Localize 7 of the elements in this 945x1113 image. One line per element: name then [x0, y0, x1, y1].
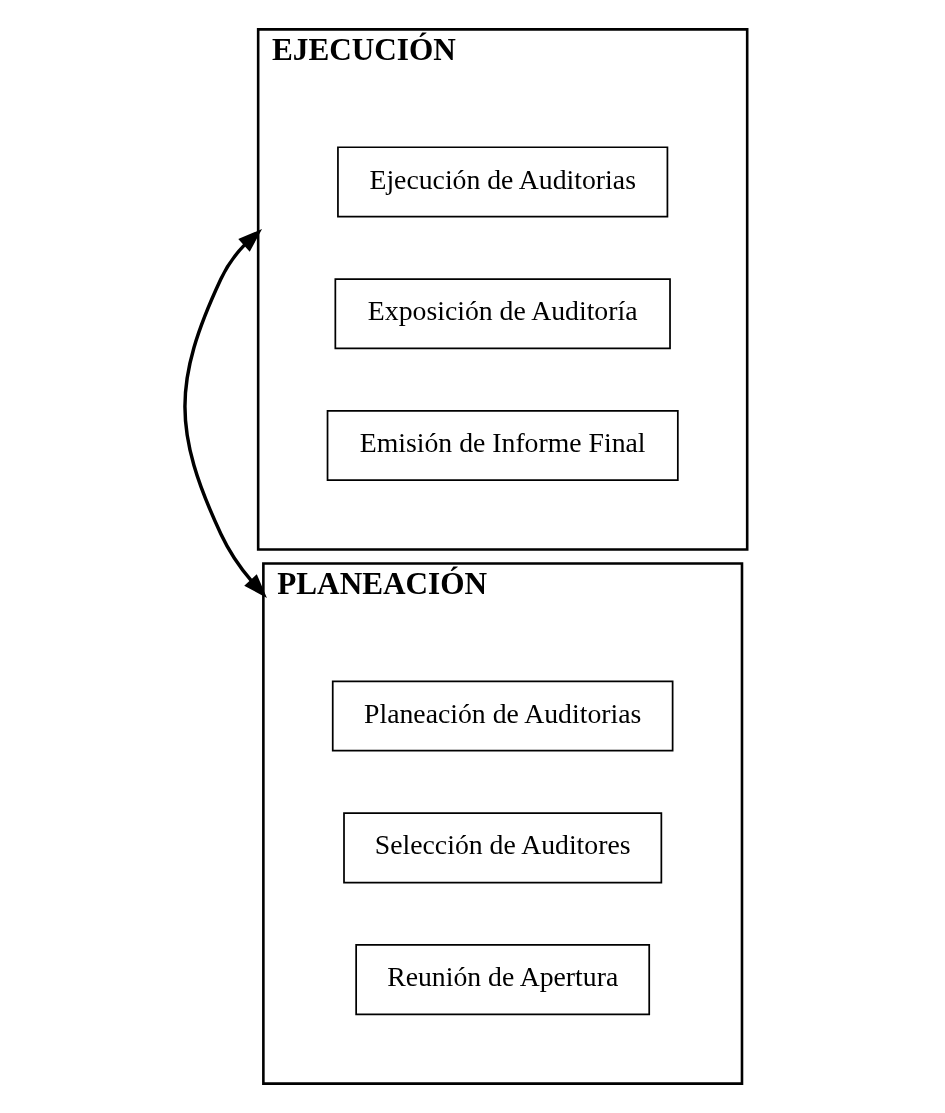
arrow [182, 229, 267, 598]
node-box: Emisión de Informe Final [326, 409, 679, 482]
node-box: Selección de Auditores [342, 812, 662, 884]
node-box: Planeación de Auditorias [331, 680, 673, 752]
node-box: Exposición de Auditoría [333, 278, 671, 350]
node-box: Reunión de Apertura [354, 944, 650, 1016]
node-box: Ejecución de Auditorias [336, 146, 668, 218]
